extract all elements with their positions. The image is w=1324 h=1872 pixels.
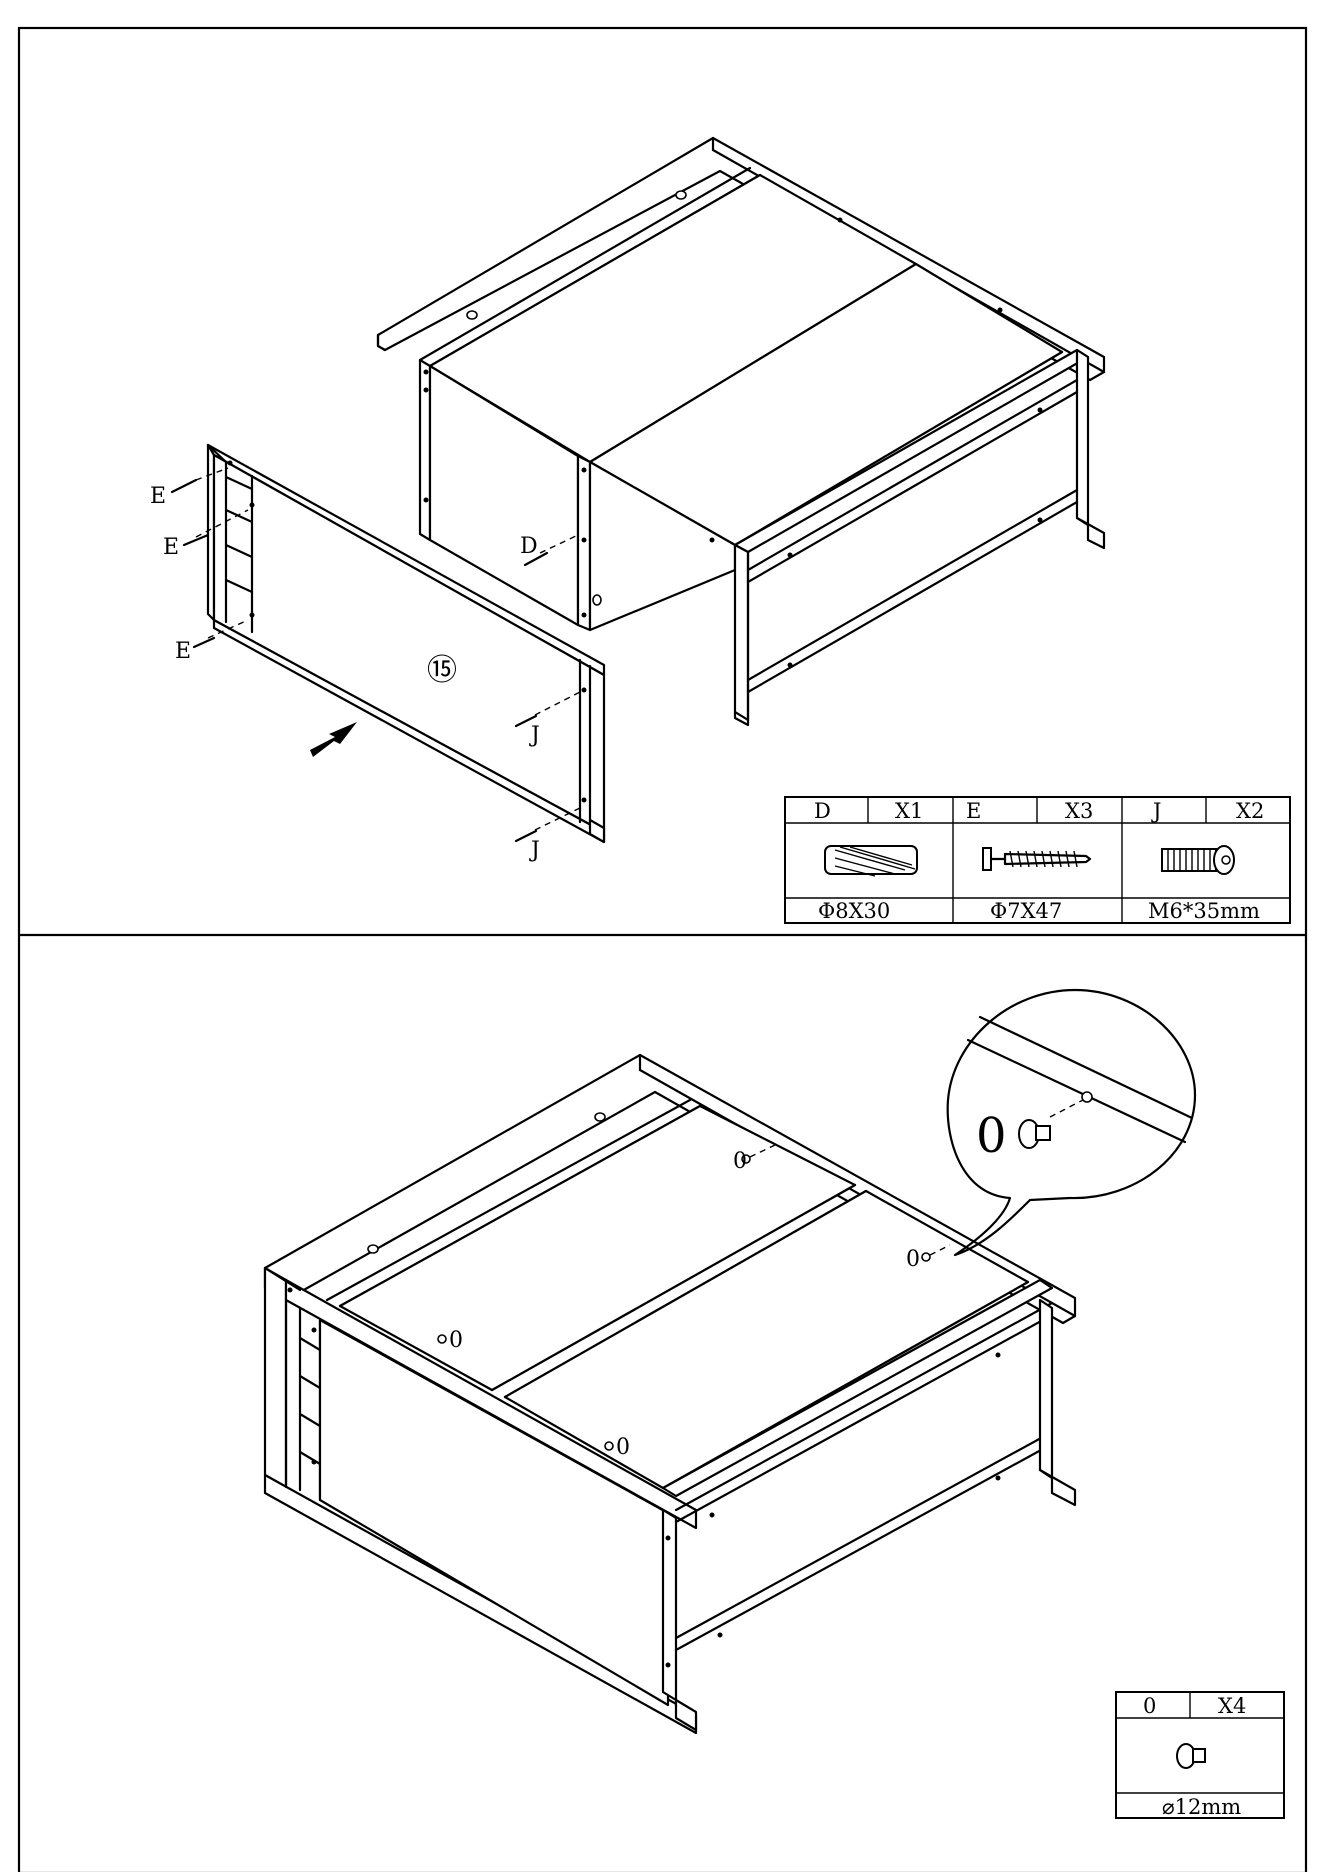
- step2-section: 0 0 0 0: [265, 990, 1284, 1819]
- callout-E-3: E: [175, 639, 191, 664]
- parts-0-code: 0: [1143, 1694, 1156, 1718]
- svg-text:0: 0: [616, 1435, 630, 1460]
- step1-section: ⑮ E E E D J J: [150, 138, 1290, 923]
- callout-E-1: E: [150, 484, 166, 509]
- hex-bolt-icon: [1162, 846, 1234, 874]
- assembled-cabinet-drawing: [265, 1055, 1075, 1733]
- parts-E-code: E: [966, 799, 981, 823]
- parts-E-qty: X3: [1065, 799, 1093, 823]
- parts-J-spec: M6*35mm: [1148, 899, 1260, 923]
- parts-J-code: J: [1151, 799, 1161, 823]
- svg-text:0: 0: [449, 1328, 463, 1353]
- callout-J-1: J: [529, 723, 540, 748]
- step2-parts-table: 0 X4 ⌀12mm: [1116, 1692, 1284, 1819]
- parts-E-spec: Φ7X47: [990, 899, 1062, 923]
- parts-J-qty: X2: [1236, 799, 1264, 823]
- svg-text:0: 0: [733, 1149, 747, 1174]
- zoom-callout-label: 0: [976, 1108, 1007, 1164]
- parts-0-spec: ⌀12mm: [1162, 1795, 1241, 1819]
- parts-D-qty: X1: [895, 799, 923, 823]
- callout-J-2: J: [529, 838, 540, 863]
- parts-D-spec: Φ8X30: [818, 899, 890, 923]
- parts-0-qty: X4: [1218, 1694, 1246, 1718]
- glide-foot-zoom-icon: [1019, 1120, 1050, 1148]
- parts-D-code: D: [814, 799, 831, 823]
- zoom-detail-bubble: 0: [948, 990, 1195, 1255]
- callout-D: D: [520, 534, 538, 559]
- wooden-dowel-icon: [825, 846, 917, 876]
- callout-E-2: E: [163, 535, 179, 560]
- step1-parts-table: D X1 Φ8X30 E X3 Φ7X47 J X2 M6*35mm: [785, 797, 1290, 923]
- svg-text:0: 0: [906, 1247, 920, 1272]
- insert-arrow-icon: [310, 722, 357, 757]
- panel-number-label: ⑮: [427, 653, 457, 688]
